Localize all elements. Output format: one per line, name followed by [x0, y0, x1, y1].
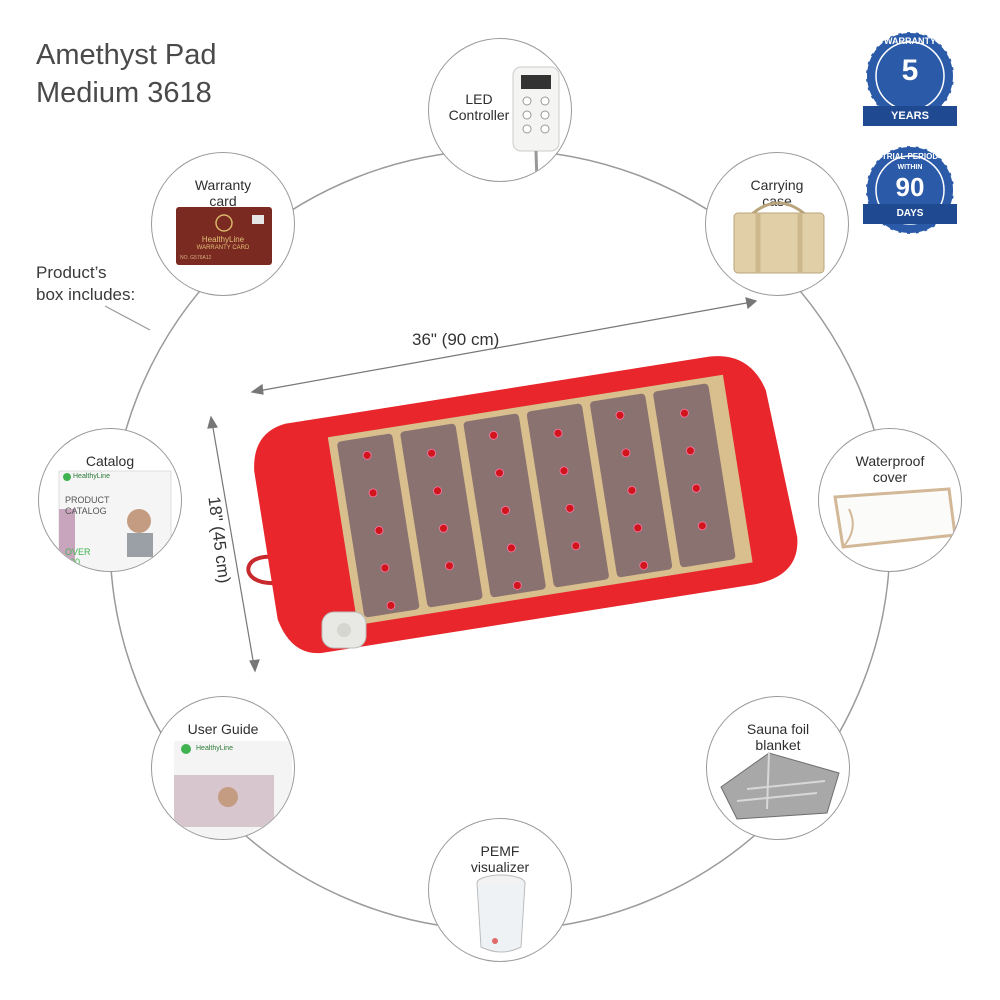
trial-badge: TRIAL PERIOD WITHIN 90 DAYS — [855, 142, 965, 246]
carrying-case-icon — [733, 201, 825, 274]
item-sauna-foil-blanket[interactable]: Sauna foil blanket — [706, 696, 850, 840]
item-label: Waterproof cover — [855, 453, 925, 485]
item-label: PEMF visualizer — [470, 843, 530, 875]
catalog-heading: PRODUCT CATALOG — [65, 495, 110, 516]
item-led-controller[interactable]: LED Controller — [428, 38, 572, 182]
warranty-badge-bottom: YEARS — [891, 110, 929, 122]
box-includes-line1: Product’s — [36, 263, 107, 282]
user-guide-icon — [174, 741, 292, 839]
catalog-footer: OVER 100 — [65, 547, 91, 567]
trial-badge-mid: WITHIN — [897, 164, 923, 171]
product-title: Amethyst Pad Medium 3618 — [36, 36, 217, 112]
badge-seal-icon — [863, 31, 957, 126]
item-label: User Guide — [187, 721, 259, 737]
stone-columns — [337, 383, 736, 618]
product-title-line1: Amethyst Pad — [36, 39, 217, 71]
pemf-visualizer-icon — [476, 874, 526, 953]
warranty-card-brand: HealthyLine — [201, 235, 245, 244]
warranty-badge-top: WARRANTY — [884, 36, 936, 46]
box-includes-line2: box includes: — [36, 285, 136, 304]
foil-blanket-icon — [720, 752, 840, 820]
product-title-line2: Medium 3618 — [36, 77, 212, 109]
item-label: Warranty card — [194, 177, 252, 209]
warranty-badge-number: 5 — [901, 54, 919, 87]
led-lights — [362, 408, 707, 610]
item-warranty-card[interactable]: Warranty card HealthyLine WARRANTY CARD … — [151, 152, 295, 296]
trial-badge-bottom: DAYS — [896, 208, 924, 219]
item-label: Sauna foil blanket — [746, 721, 810, 753]
item-catalog[interactable]: Catalog HealthyLine PRODUCT CATALOG OVER… — [38, 428, 182, 572]
height-dimension-arrow — [207, 415, 260, 673]
box-includes-label: Product’s box includes: — [36, 262, 135, 306]
item-user-guide[interactable]: User Guide HealthyLine — [151, 696, 295, 840]
trial-badge-number: 90 — [895, 172, 925, 202]
warranty-card-text: WARRANTY CARD — [196, 245, 250, 251]
badge-seal-icon — [863, 145, 957, 235]
catalog-brand: HealthyLine — [73, 473, 110, 480]
width-dimension-arrow — [250, 297, 758, 395]
item-waterproof-cover[interactable]: Waterproof cover — [818, 428, 962, 572]
item-pemf-visualizer[interactable]: PEMF visualizer — [428, 818, 572, 962]
warranty-card-number: NO. G576A12 — [180, 255, 212, 261]
item-carrying-case[interactable]: Carrying case — [705, 152, 849, 296]
item-label: LED Controller — [448, 91, 510, 123]
led-controller-icon — [512, 66, 560, 181]
trial-badge-top: TRIAL PERIOD — [881, 152, 939, 161]
item-label: Catalog — [85, 453, 135, 469]
warranty-badge: WARRANTY 5 YEARS — [855, 28, 965, 132]
waterproof-cover-icon — [833, 487, 957, 549]
width-dimension-label: 36" (90 cm) — [412, 330, 500, 349]
warranty-card-icon — [176, 207, 272, 265]
catalog-icon — [58, 470, 172, 571]
user-guide-brand: HealthyLine — [196, 745, 233, 752]
